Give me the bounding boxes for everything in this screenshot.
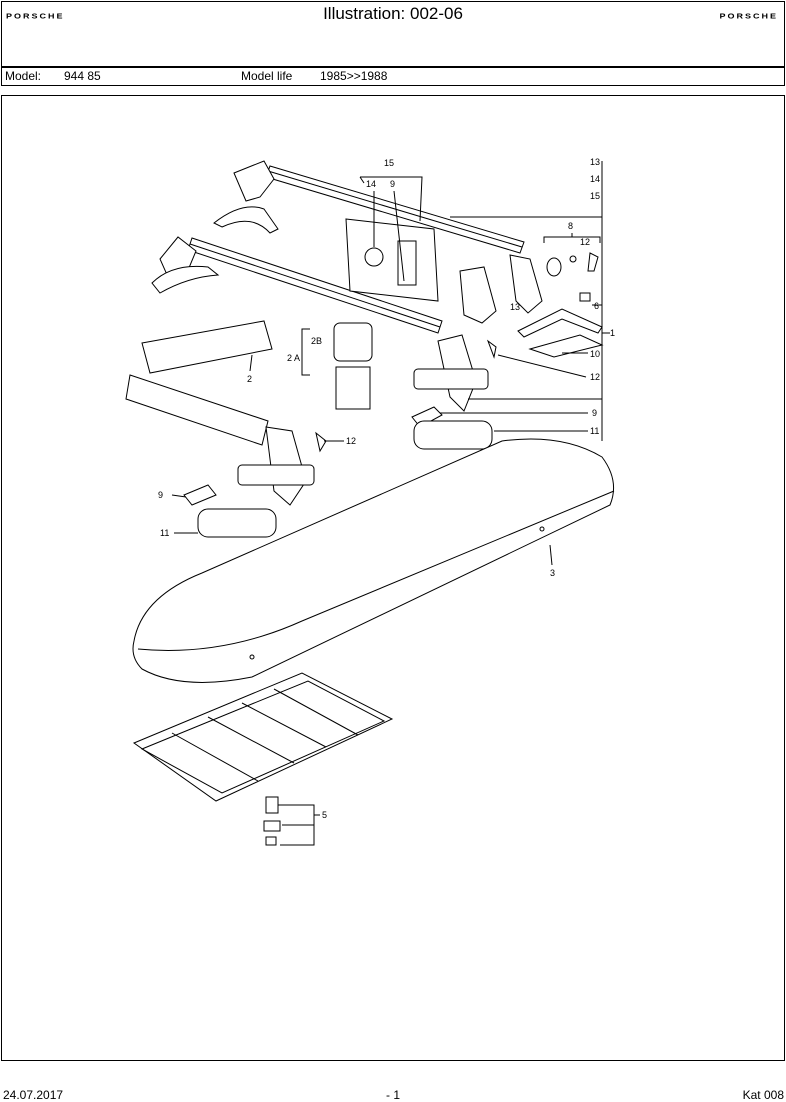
callout-15-top: 15 — [590, 191, 600, 201]
callout-13: 13 — [510, 302, 520, 312]
hardware-bag — [345, 218, 439, 302]
header-divider — [1, 66, 785, 68]
small-fasteners — [486, 252, 599, 359]
fitting-2a-2b — [333, 322, 373, 410]
callout-9-right: 9 — [592, 408, 597, 418]
pad-11-left — [197, 508, 277, 538]
callout-11-right: 11 — [590, 426, 599, 436]
model-life-label: Model life — [241, 69, 293, 83]
callout-12-right: 12 — [590, 372, 600, 382]
pad-9-left — [183, 484, 217, 506]
brand-logo-left: PORSCHE — [6, 12, 65, 20]
rear-crossbar — [213, 160, 603, 338]
callout-13-top: 13 — [590, 157, 600, 167]
pad-11-right — [413, 420, 493, 450]
footer-page: - 1 — [386, 1088, 401, 1102]
front-crossbar — [151, 236, 489, 412]
adapter-rail-2 — [125, 320, 315, 506]
page-title: Illustration: 002-06 — [323, 4, 463, 23]
model-label: Model: — [5, 69, 42, 83]
illustration-frame: 15 14 9 13 14 15 8 12 6 13 1 10 2B 2 A 2… — [1, 95, 785, 1061]
callout-2b: 2B — [311, 336, 322, 346]
rack-fasteners — [263, 796, 281, 846]
callout-9-left: 9 — [158, 490, 163, 500]
bolt-12-left — [315, 431, 327, 453]
callout-12-top: 12 — [580, 237, 590, 247]
callout-11-left: 11 — [160, 528, 169, 538]
roof-box-3 — [132, 438, 615, 683]
parts-illustration: 15 14 9 13 14 15 8 12 6 13 1 10 2B 2 A 2… — [125, 157, 615, 846]
callout-lines — [171, 161, 610, 846]
callout-9: 9 — [390, 179, 395, 189]
footer-date: 24.07.2017 — [3, 1088, 64, 1102]
callout-5: 5 — [322, 810, 327, 820]
callout-2a: 2 A — [287, 353, 300, 363]
footer-catalog: Kat 008 — [742, 1088, 784, 1102]
brand-logo-right: PORSCHE — [719, 12, 778, 20]
callout-14: 14 — [366, 179, 376, 189]
callout-15: 15 — [384, 158, 394, 168]
callout-6: 6 — [594, 301, 599, 311]
callout-8: 8 — [568, 221, 573, 231]
callout-labels: 15 14 9 13 14 15 8 12 6 13 1 10 2B 2 A 2… — [158, 157, 615, 820]
luggage-rack-5 — [132, 672, 394, 802]
callout-1: 1 — [610, 328, 615, 338]
model-value: 944 85 — [64, 69, 101, 83]
model-life-value: 1985>>1988 — [320, 69, 388, 83]
model-bar: Model: 944 85 Model life 1985>>1988 — [1, 68, 785, 86]
callout-14-top: 14 — [590, 174, 600, 184]
header-box: PORSCHE Illustration: 002-06 PORSCHE — [1, 1, 785, 67]
clamp-13 — [459, 266, 497, 324]
callout-2: 2 — [247, 374, 252, 384]
callout-3: 3 — [550, 568, 555, 578]
callout-12-left: 12 — [346, 436, 356, 446]
callout-10: 10 — [590, 349, 600, 359]
